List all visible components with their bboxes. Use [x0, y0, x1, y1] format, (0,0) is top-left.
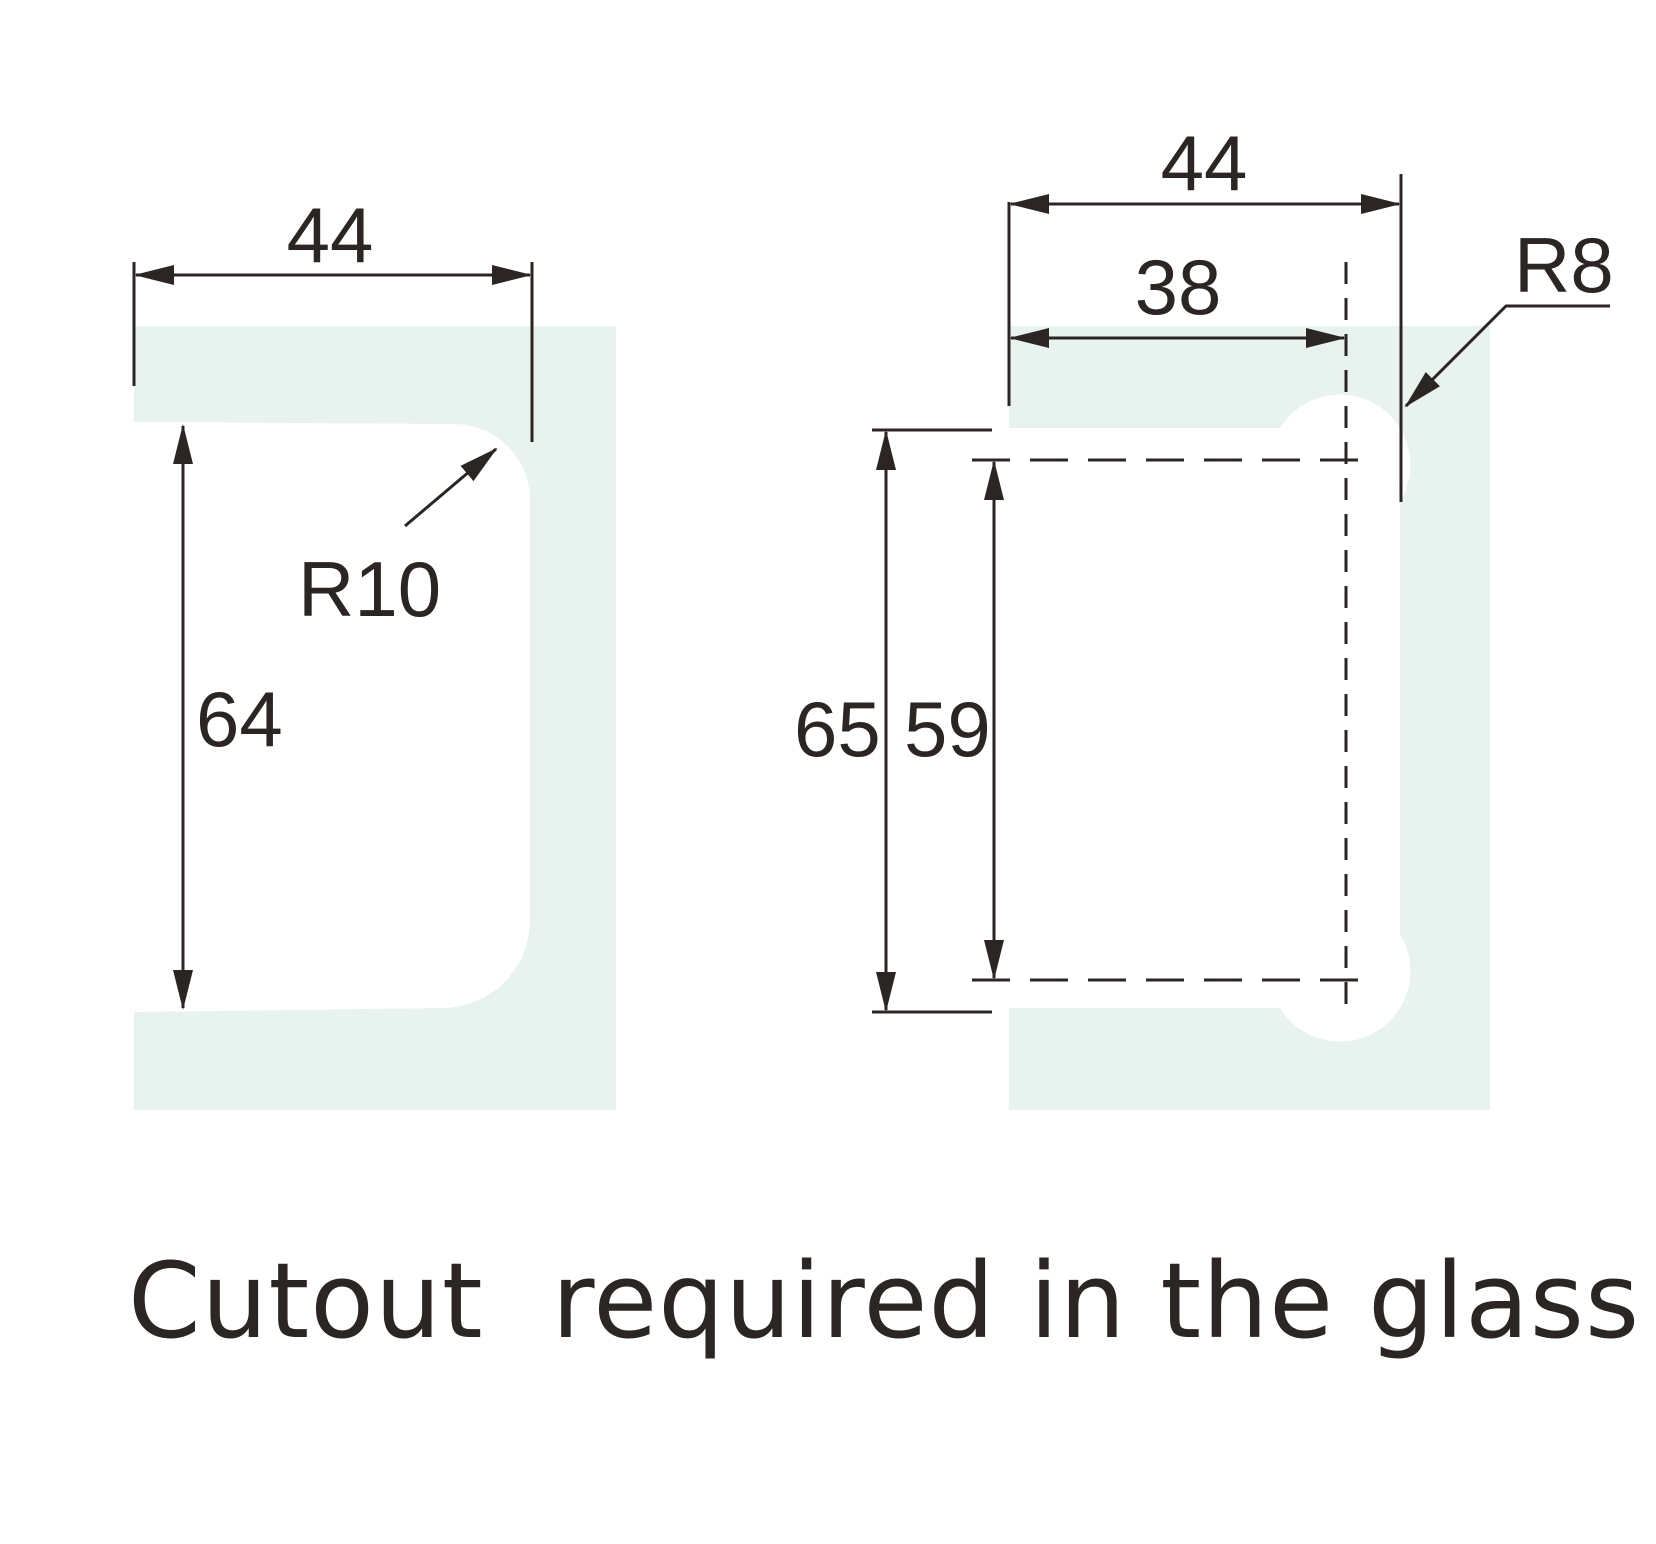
right-glass-panel — [1009, 326, 1490, 1110]
right-radius-label: R8 — [1514, 221, 1614, 309]
left-radius-leader — [404, 447, 498, 528]
left-width-label: 44 — [287, 191, 374, 279]
caption-title: Cutout required in the glass — [128, 1240, 1641, 1362]
right-radius-leader — [1404, 304, 1610, 408]
left-glass-panel — [134, 326, 616, 1110]
left-height-label: 64 — [196, 675, 283, 763]
right-inner-height-label: 59 — [904, 685, 991, 773]
right-outer-height-label: 65 — [794, 685, 881, 773]
left-cutout-view: 44 64 R10 — [132, 191, 616, 1110]
right-cutout-view: 44 38 65 59 R8 — [794, 119, 1614, 1110]
right-inner-width-label: 38 — [1135, 243, 1222, 331]
right-outer-width-label: 44 — [1161, 119, 1248, 207]
left-radius-label: R10 — [298, 545, 441, 633]
